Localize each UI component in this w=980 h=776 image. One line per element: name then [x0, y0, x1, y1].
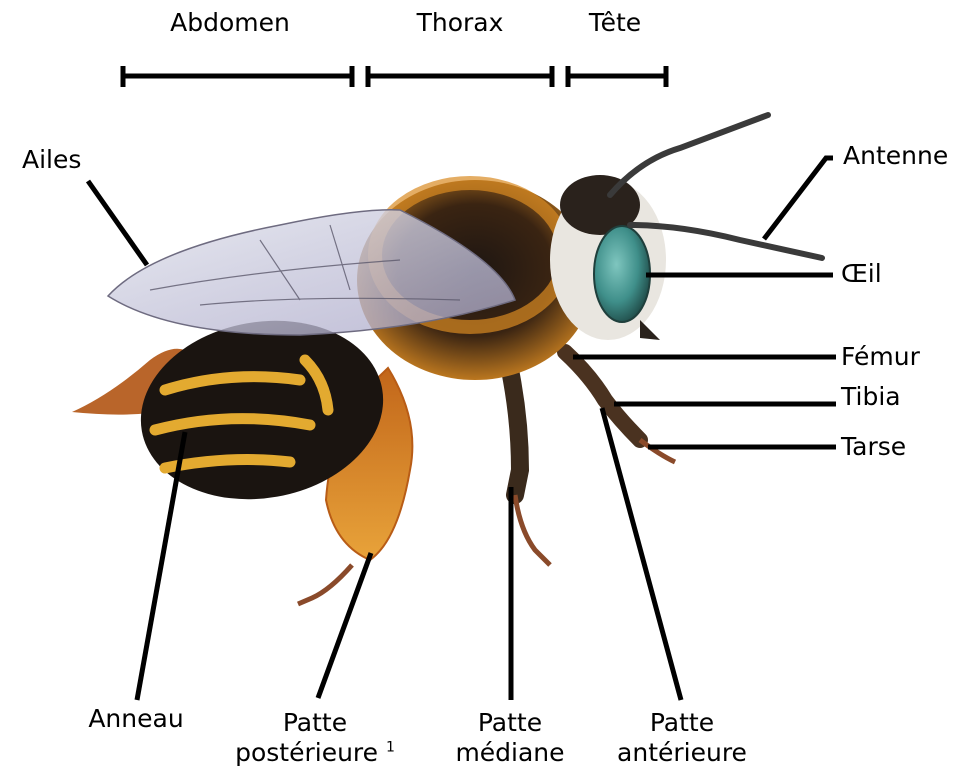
mid-leg — [510, 370, 520, 495]
front-leg-callout — [602, 408, 681, 700]
femur-label: Fémur — [841, 342, 920, 372]
ring-callout — [137, 432, 185, 700]
thorax-bracket — [368, 66, 552, 87]
mid-leg-label-line2: médiane — [440, 738, 580, 768]
head-label: Tête — [560, 8, 670, 38]
wings-label: Ailes — [22, 145, 81, 175]
segment-brackets — [123, 66, 666, 87]
abdomen-bracket — [123, 66, 352, 87]
abdomen-label: Abdomen — [130, 8, 330, 38]
tarsus-label: Tarse — [841, 432, 906, 462]
thorax-label: Thorax — [380, 8, 540, 38]
hind-leg-tarsus — [298, 565, 352, 604]
front-leg-label-line1: Patte — [600, 708, 764, 738]
tibia-label: Tibia — [841, 382, 901, 412]
front-leg — [565, 352, 640, 440]
mid-leg-label-line1: Patte — [440, 708, 580, 738]
compound-eye — [594, 226, 650, 322]
hind-leg-label-line1: Patte — [220, 708, 410, 738]
eye-label: Œil — [841, 259, 882, 289]
head-bracket — [568, 66, 666, 87]
antenna-label: Antenne — [843, 141, 948, 171]
antenna-upper — [610, 115, 768, 195]
hind-leg-label-line2-row: postérieure 1 — [220, 738, 410, 768]
ring-label: Anneau — [66, 704, 206, 734]
front-leg-label-line2: antérieure — [600, 738, 764, 768]
front-leg-label: Patte antérieure — [600, 708, 764, 768]
mid-leg-label: Patte médiane — [440, 708, 580, 768]
antenna-callout — [764, 158, 833, 239]
front-leg-tarsus — [640, 440, 675, 462]
hind-leg-label: Patte postérieure 1 — [220, 708, 410, 768]
wings-callout — [88, 181, 147, 265]
hind-leg-footnote-marker: 1 — [386, 740, 395, 756]
mid-leg-tarsus — [515, 495, 550, 565]
hind-leg-label-line2: postérieure — [235, 738, 378, 767]
mandible — [640, 320, 660, 340]
